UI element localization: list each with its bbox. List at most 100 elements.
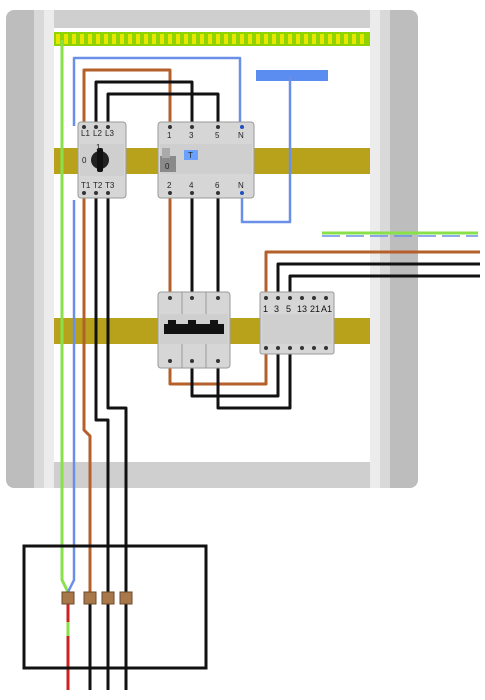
contactor-bar[interactable] xyxy=(164,324,224,334)
rcd-term-2: 2 xyxy=(167,181,172,190)
rcd-term-n-top: N xyxy=(238,131,244,140)
rcd-term-1: 1 xyxy=(167,131,172,140)
switch-term-t2: T2 xyxy=(93,181,103,190)
wire-feed-l1 xyxy=(264,250,480,298)
terminal-screw xyxy=(324,346,328,350)
wire-t1-out xyxy=(82,196,92,598)
switch-term-l3: L3 xyxy=(105,129,114,138)
ground-bar-stripe xyxy=(120,34,124,44)
ground-bar-stripe xyxy=(296,34,300,44)
terminal-screw xyxy=(264,346,268,350)
switch-term-t3: T3 xyxy=(105,181,115,190)
cabinet-top-edge xyxy=(54,10,370,28)
ground-bar-stripe xyxy=(104,34,108,44)
ground-bar-stripe xyxy=(288,34,292,44)
ground-bar-stripe xyxy=(200,34,204,44)
ground-bar-stripe xyxy=(216,34,220,44)
ground-bar-stripe xyxy=(136,34,140,44)
ground-bar-stripe xyxy=(152,34,156,44)
load-box xyxy=(22,544,208,670)
tb-term-a1: A1 xyxy=(321,304,332,314)
terminal-screw xyxy=(300,346,304,350)
ground-bar-stripe xyxy=(344,34,348,44)
ground-bar-stripe xyxy=(112,34,116,44)
ground-bar-stripe xyxy=(256,34,260,44)
wire-feed-l2 xyxy=(276,262,480,298)
load-enclosure xyxy=(22,544,208,670)
rcd-lever-cap xyxy=(162,148,170,158)
ground-bar-stripe xyxy=(280,34,284,44)
ground-bar-stripe xyxy=(328,34,332,44)
rcd-term-4: 4 xyxy=(189,181,194,190)
terminal-screw xyxy=(312,346,316,350)
wire-feed-l3 xyxy=(288,274,480,298)
ground-bar-stripe xyxy=(320,34,324,44)
terminal-screw xyxy=(312,296,316,300)
load-terminal-3 xyxy=(119,591,133,605)
wire-l2-top xyxy=(94,80,194,126)
tb-term-3: 3 xyxy=(274,304,279,314)
wire-neutral-bar xyxy=(240,76,292,224)
rcd-test-button[interactable] xyxy=(184,150,198,160)
ground-bar-stripe xyxy=(128,34,132,44)
ground-bar-stripe xyxy=(88,34,92,44)
load-terminal-1 xyxy=(83,591,97,605)
ground-bar-stripe xyxy=(232,34,236,44)
ground-bar-stripe xyxy=(248,34,252,44)
rcd-device: 0 T 1 3 5 N 2 4 6 N xyxy=(157,121,255,199)
cabinet-bottom-edge xyxy=(54,462,370,488)
terminal-screw xyxy=(276,296,280,300)
switch-term-l2: L2 xyxy=(93,129,102,138)
terminal-screw xyxy=(264,296,268,300)
ground-bar-stripe xyxy=(160,34,164,44)
ground-bar-stripe xyxy=(240,34,244,44)
ground-bar-stripe xyxy=(272,34,276,44)
load-terminal-2 xyxy=(101,591,115,605)
ground-bar-stripe xyxy=(176,34,180,44)
tb-term-21: 21 xyxy=(310,304,320,314)
terminal-screw xyxy=(288,346,292,350)
load-terminal-pe xyxy=(61,591,75,605)
main-switch: 0 1 L1 L2 L3 T1 T2 T3 xyxy=(77,121,127,199)
wire-t3-out xyxy=(106,196,128,598)
neutral-bar xyxy=(256,70,328,81)
switch-pos-off: 0 xyxy=(82,156,87,165)
ground-bar-stripe xyxy=(336,34,340,44)
ground-bar-stripe xyxy=(304,34,308,44)
tb-term-1: 1 xyxy=(263,304,268,314)
ground-bar xyxy=(54,32,370,46)
ground-bar-stripe xyxy=(144,34,148,44)
rcd-indicator: 0 xyxy=(165,162,170,171)
ground-bar-stripe xyxy=(184,34,188,44)
switch-knob-handle xyxy=(97,148,103,172)
wire-l3-top xyxy=(106,92,220,126)
switch-term-l1: L1 xyxy=(81,129,90,138)
terminal-screw xyxy=(288,296,292,300)
ground-bar-stripe xyxy=(64,34,68,44)
terminal-screw xyxy=(300,296,304,300)
wire-t2-out xyxy=(94,196,110,598)
ground-bar-stripe xyxy=(224,34,228,44)
ground-bar-stripe xyxy=(360,34,364,44)
contactor xyxy=(157,291,231,369)
rcd-lever[interactable] xyxy=(160,156,176,172)
rcd-term-3: 3 xyxy=(189,131,194,140)
switch-term-t1: T1 xyxy=(81,181,91,190)
ground-bar-stripe xyxy=(72,34,76,44)
terminal-block: 1 3 5 13 21 A1 xyxy=(259,291,335,355)
ground-bar-stripe xyxy=(312,34,316,44)
ground-bar-stripe xyxy=(264,34,268,44)
ground-bar-stripe xyxy=(96,34,100,44)
ground-bar-stripe xyxy=(80,34,84,44)
terminal-block-screws xyxy=(264,296,328,350)
switch-pos-on: 1 xyxy=(96,143,101,152)
wire-pe-green xyxy=(60,40,70,593)
rcd-test-label: T xyxy=(188,151,193,160)
rcd-term-n-bottom: N xyxy=(238,181,244,190)
ground-bar-stripe xyxy=(56,34,60,44)
ground-bar-stripe xyxy=(352,34,356,44)
wire-neutral-supply xyxy=(72,56,242,126)
wire-l1-top xyxy=(82,68,172,126)
tb-term-13: 13 xyxy=(297,304,307,314)
